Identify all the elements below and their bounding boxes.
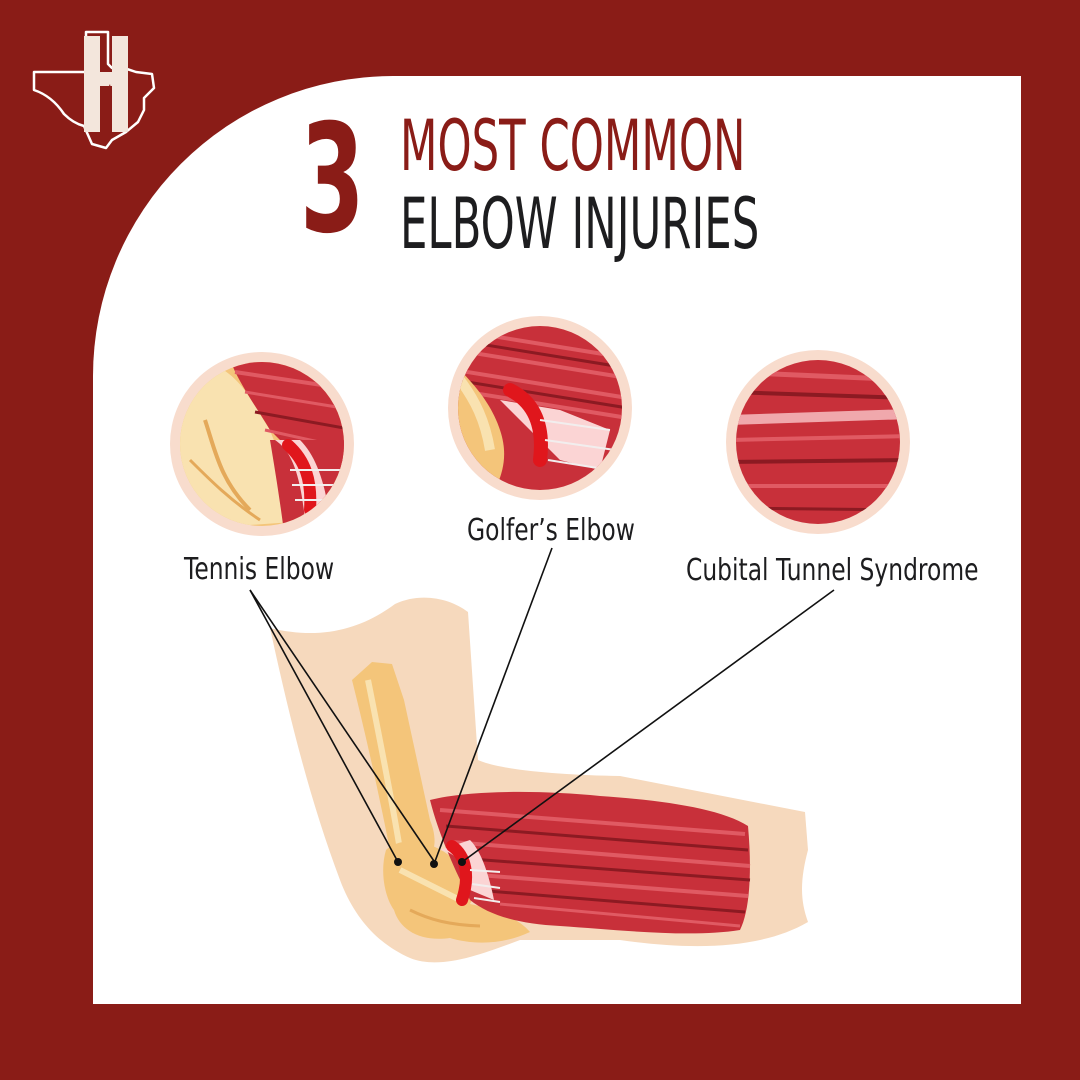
title-number: 3 xyxy=(300,93,365,267)
title-line-1: MOST COMMON xyxy=(400,105,746,187)
golfer-pointer-line xyxy=(433,547,553,865)
elbow-arm-illustration xyxy=(270,597,808,963)
tennis-pointer-line-b xyxy=(249,589,437,865)
pointer-lines xyxy=(249,547,835,865)
golfer-pointer-dot xyxy=(430,860,438,868)
title-line-2: ELBOW INJURIES xyxy=(400,183,760,265)
cubital-pointer-line xyxy=(461,589,835,863)
cubital-pointer-dot xyxy=(458,858,466,866)
label-golfers-elbow: Golfer’s Elbow xyxy=(467,513,635,548)
tennis-pointer-dot xyxy=(394,858,402,866)
tennis-pointer-line-a xyxy=(249,589,399,863)
cubital-tunnel-closeup-icon xyxy=(726,350,910,534)
texas-hands-logo-icon xyxy=(32,30,156,150)
label-tennis-elbow: Tennis Elbow xyxy=(184,552,335,587)
pointer-dots xyxy=(394,858,466,868)
label-cubital-tunnel-syndrome: Cubital Tunnel Syndrome xyxy=(686,553,979,588)
golfers-elbow-closeup-icon xyxy=(448,316,632,500)
tennis-elbow-closeup-icon xyxy=(170,352,354,536)
